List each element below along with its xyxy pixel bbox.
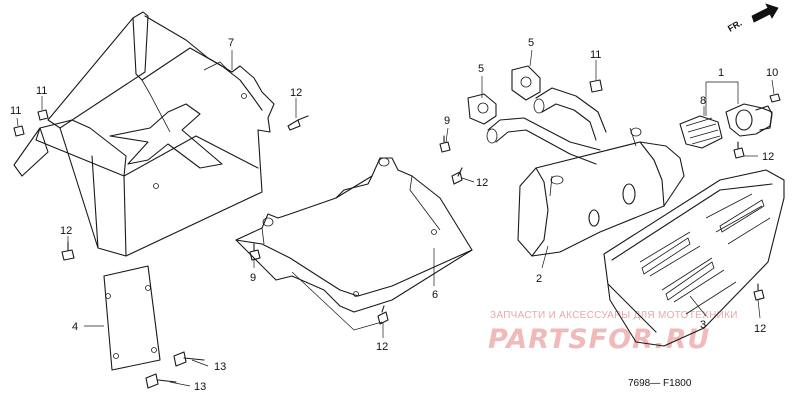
callout-2: 2 bbox=[536, 273, 542, 285]
callout-12: 12 bbox=[376, 341, 388, 353]
callout-8: 8 bbox=[700, 95, 706, 107]
callout-5: 5 bbox=[478, 63, 484, 75]
callout-6: 6 bbox=[432, 289, 438, 301]
callout-4: 4 bbox=[72, 321, 78, 333]
watermark-brand: PARTSFOR.RU bbox=[488, 324, 710, 355]
part-heat-shield-6 bbox=[235, 157, 473, 313]
leader-lines bbox=[16, 49, 775, 387]
front-label: FR. bbox=[726, 18, 744, 34]
drawing-code: 7698— F1800 bbox=[628, 378, 692, 389]
callout-1: 1 bbox=[718, 67, 724, 79]
part-protector-3 bbox=[603, 169, 785, 347]
callout-10: 10 bbox=[766, 67, 778, 79]
front-direction-indicator: FR. bbox=[726, 3, 779, 34]
part-bracket-7 bbox=[13, 11, 275, 257]
callout-11: 11 bbox=[36, 85, 47, 97]
watermark: ЗАПЧАСТИ И АКСЕССУАРЫ ДЛЯ МОТОТЕХНИКИ PA… bbox=[488, 310, 738, 355]
part-muffler-2 bbox=[517, 127, 685, 257]
callout-13: 13 bbox=[214, 361, 226, 373]
callout-12: 12 bbox=[762, 151, 774, 163]
callout-9: 9 bbox=[250, 272, 256, 284]
callouts: 7 11 11 12 12 4 13 13 9 12 9 6 12 5 5 11… bbox=[10, 37, 778, 393]
callout-12: 12 bbox=[754, 323, 766, 335]
callout-9: 9 bbox=[444, 115, 450, 127]
callout-11: 11 bbox=[10, 105, 21, 117]
front-arrow-icon bbox=[751, 3, 779, 23]
watermark-subtitle: ЗАПЧАСТИ И АКСЕССУАРЫ ДЛЯ МОТОТЕХНИКИ bbox=[490, 310, 738, 321]
callout-11: 11 bbox=[590, 49, 601, 61]
part-outlet-1-8 bbox=[679, 103, 773, 149]
fasteners bbox=[13, 79, 781, 389]
part-exhaust-pipes bbox=[467, 65, 607, 165]
callout-12: 12 bbox=[476, 177, 488, 189]
callout-3: 3 bbox=[700, 319, 706, 331]
callout-7: 7 bbox=[228, 37, 234, 49]
callout-12: 12 bbox=[290, 87, 302, 99]
callout-5: 5 bbox=[528, 37, 534, 49]
callout-13: 13 bbox=[194, 381, 206, 393]
part-plate-4 bbox=[103, 265, 161, 371]
callout-12: 12 bbox=[60, 225, 72, 237]
